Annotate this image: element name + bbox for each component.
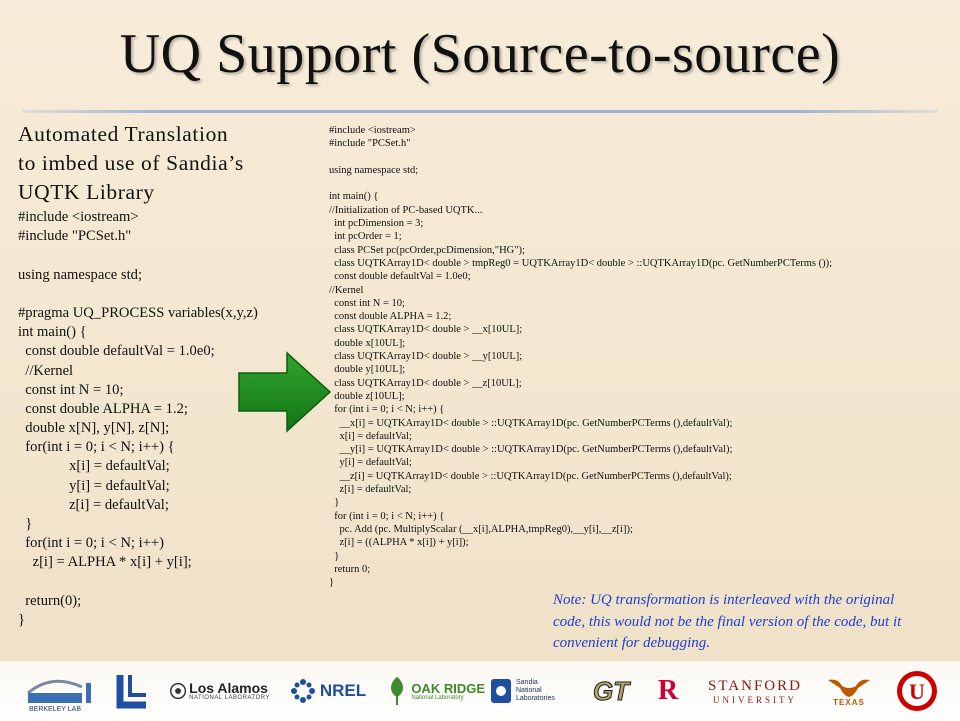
sandia-logo: Sandia National Laboratories <box>488 669 566 713</box>
code-line <box>18 285 318 304</box>
code-line: //Kernel <box>329 284 364 296</box>
code-line: int pcOrder = 1; <box>329 231 402 243</box>
heading-line: UQTK Library <box>18 180 155 204</box>
heading-line: Automated Translation <box>18 122 229 146</box>
code-line: __x[i] = UQTKArray1D< double > ::UQTKArr… <box>329 417 733 429</box>
code-line: #include "PCSet.h" <box>329 138 411 150</box>
logo-text: BERKELEY LAB <box>29 706 81 713</box>
nrel-logo: NREL <box>286 669 370 713</box>
code-line: __z[i] = UQTKArray1D< double > ::UQTKArr… <box>329 470 732 482</box>
code-line: y[i] = defaultVal; <box>329 457 412 469</box>
code-line: int main() { <box>18 324 87 341</box>
logo-subtext: NATIONAL LABORATORY <box>189 695 270 701</box>
translated-source-code: #include <iostream> #include "PCSet.h" usi… <box>329 124 954 589</box>
logo-text: OAK RIDGE <box>411 680 485 696</box>
berkeley-lab-logo: BERKELEY LAB <box>22 669 100 713</box>
code-line: int main() { <box>329 191 379 203</box>
code-line: __y[i] = UQTKArray1D< double > ::UQTKArr… <box>329 444 733 456</box>
rutgers-logo: R <box>650 669 686 713</box>
code-line: #include <iostream> <box>329 125 416 136</box>
georgia-tech-logo: GT <box>585 669 637 713</box>
code-line: x[i] = defaultVal; <box>329 430 412 442</box>
code-line: const double ALPHA = 1.2; <box>329 311 452 323</box>
code-line: double z[10UL]; <box>329 390 405 402</box>
panel-heading: Automated Translation to imbed use of Sa… <box>18 120 318 207</box>
code-line: const int N = 10; <box>18 381 124 398</box>
code-line: class UQTKArray1D< double > __z[10UL]; <box>329 377 522 389</box>
code-line: for (int i = 0; i < N; i++) { <box>329 404 445 416</box>
oak-ridge-logo: OAK RIDGE National Laboratory <box>384 669 485 713</box>
logo-subtext: National Laboratory <box>411 694 464 701</box>
code-line: x[i] = defaultVal; <box>18 458 170 475</box>
code-line: #include "PCSet.h" <box>18 228 132 245</box>
original-code-panel: Automated Translation to imbed use of Sa… <box>18 120 318 630</box>
slide-title: UQ Support (Source-to-source) <box>119 23 841 85</box>
code-line: z[i] = ALPHA * x[i] + y[i]; <box>18 554 192 571</box>
code-line: using namespace std; <box>329 164 419 176</box>
title-divider <box>22 110 938 113</box>
code-line: class UQTKArray1D< double > __y[10UL]; <box>329 351 523 363</box>
code-line: class UQTKArray1D< double > tmpReg0 = UQ… <box>329 257 833 269</box>
translation-note: Note: UQ transformation is interleaved w… <box>553 592 902 651</box>
code-line: double y[10UL]; <box>329 364 406 376</box>
code-line: const int N = 10; <box>329 297 405 309</box>
code-line: z[i] = ((ALPHA * x[i]) + y[i]); <box>329 537 469 549</box>
code-line: } <box>18 611 26 628</box>
original-source-code: #include <iostream> #include "PCSet.h" usi… <box>18 208 318 630</box>
code-line: y[i] = defaultVal; <box>18 477 170 494</box>
logo-text: Los Alamos <box>189 680 268 696</box>
los-alamos-logo: Los Alamos NATIONAL LABORATORY <box>170 669 270 713</box>
code-line: for (int i = 0; i < N; i++) { <box>329 510 445 522</box>
code-line: return 0; <box>329 563 371 575</box>
logo-text: TEXAS <box>833 697 865 707</box>
logo-text: U <box>909 679 925 704</box>
llnl-logo <box>115 669 151 713</box>
utah-logo: U <box>892 669 942 713</box>
logo-text: Sandia National Laboratories <box>516 679 555 702</box>
code-line: } <box>329 497 340 509</box>
code-line: } <box>329 577 335 589</box>
code-line: } <box>329 550 340 562</box>
logo-text: STANFORD <box>708 677 802 694</box>
right-arrow-icon <box>238 351 332 433</box>
code-line: //Initialization of PC-based UQTK... <box>329 204 483 216</box>
stanford-logo: STANFORD UNIVERSITY <box>700 669 810 713</box>
code-line <box>329 151 954 164</box>
code-line: double x[N], y[N], z[N]; <box>18 420 170 437</box>
sponsor-logo-strip: BERKELEY LAB Los Alamos NATIONAL LABORAT… <box>0 660 960 721</box>
code-line <box>18 573 318 592</box>
logo-text: NREL <box>319 681 367 700</box>
code-line: #include <iostream> <box>18 209 139 225</box>
code-line: //Kernel <box>18 362 74 379</box>
code-line: #pragma UQ_PROCESS variables(x,y,z) <box>18 304 258 321</box>
code-line <box>329 177 954 190</box>
code-line: z[i] = defaultVal; <box>329 484 412 496</box>
logo-text: GT <box>592 675 630 706</box>
code-line: for(int i = 0; i < N; i++) <box>18 535 165 552</box>
code-line: double x[10UL]; <box>329 337 406 349</box>
code-line: const double defaultVal = 1.0e0; <box>18 343 215 360</box>
code-line: using namespace std; <box>18 266 143 283</box>
code-line: class UQTKArray1D< double > __x[10UL]; <box>329 324 523 336</box>
code-line: const double defaultVal = 1.0e0; <box>329 271 471 283</box>
logo-subtext: UNIVERSITY <box>713 694 797 705</box>
code-line: const double ALPHA = 1.2; <box>18 400 188 417</box>
code-line: int pcDimension = 3; <box>329 218 424 230</box>
code-line: for(int i = 0; i < N; i++) { <box>18 439 175 456</box>
texas-logo: TEXAS <box>822 669 876 713</box>
code-line <box>18 246 318 265</box>
code-line: } <box>18 516 33 532</box>
code-line: pc. Add (pc. MultiplyScalar (__x[i],ALPH… <box>329 523 633 535</box>
code-line: z[i] = defaultVal; <box>18 496 169 513</box>
code-line: return(0); <box>18 592 82 609</box>
code-line: class PCSet pc(pcOrder,pcDimension,"HG")… <box>329 244 525 256</box>
logo-text: R <box>657 675 679 706</box>
heading-line: to imbed use of Sandia’s <box>18 151 244 175</box>
